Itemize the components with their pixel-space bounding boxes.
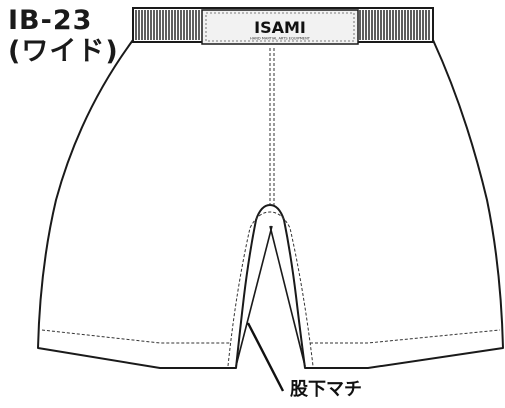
callout-leader-line <box>246 322 285 392</box>
waistband-ribbing <box>135 10 430 40</box>
gusset-inner-line-right <box>269 225 306 367</box>
product-code: IB-23 <box>8 5 93 36</box>
product-code-label: IB-23 (ワイド) <box>8 6 119 66</box>
brand-tagline: HAND MARTIAL ARTS EQUIPMENT <box>250 37 311 41</box>
hem-stitching-right <box>310 329 501 344</box>
brand-label-patch <box>201 9 359 45</box>
gusset-callout-label: 股下マチ <box>290 379 362 400</box>
brand-name: ISAMI <box>254 18 306 37</box>
hem-stitching-left <box>41 329 230 344</box>
brand-label-stitch <box>205 12 355 42</box>
gusset-panel-stitching <box>227 211 314 367</box>
product-variant: (ワイド) <box>8 36 119 67</box>
gusset-inner-line-left <box>235 225 273 367</box>
